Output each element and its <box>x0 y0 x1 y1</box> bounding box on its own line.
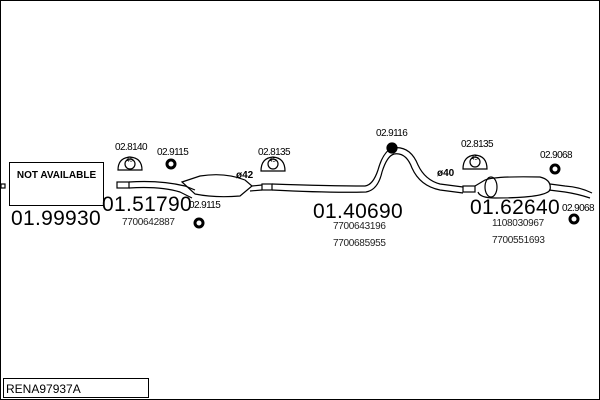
reference-label: RENA97937A <box>3 378 149 398</box>
accessory-code: 02.9068 <box>540 150 573 161</box>
clamp-size: 40 <box>126 158 133 164</box>
part-number: 01.40690 <box>313 200 403 223</box>
accessory-code: 02.8135 <box>258 147 291 158</box>
catalyst <box>180 174 273 198</box>
middle-pipe <box>271 147 476 194</box>
part-number: 01.51790 <box>102 193 192 216</box>
oem-number: 1108030967 <box>492 218 544 229</box>
oem-number: 7700685955 <box>333 238 386 249</box>
clamp-02-8140 <box>117 156 143 171</box>
rubber-ring-02-9068 <box>549 163 561 175</box>
accessory-code: 02.9068 <box>562 203 595 214</box>
rear-silencer <box>474 176 593 199</box>
clamp-size: 45 <box>471 156 478 162</box>
rubber-ring-02-9115 <box>193 217 205 229</box>
clamp-02-8135-b <box>462 154 488 170</box>
clamp-size: 45 <box>269 158 276 164</box>
accessory-code: 02.8135 <box>461 139 494 150</box>
oem-number: 7700642887 <box>122 217 175 228</box>
oem-number: 7700643196 <box>333 221 386 232</box>
rubber-ring-02-9116 <box>386 142 398 154</box>
part-number: 01.62640 <box>470 196 560 219</box>
front-pipe <box>116 180 196 199</box>
diameter-label: ø40 <box>437 168 455 179</box>
accessory-code: 02.9115 <box>189 200 221 211</box>
not-available-box: NOT AVAILABLE <box>9 162 104 206</box>
rubber-ring-02-9115 <box>165 158 177 170</box>
diameter-label: ø42 <box>236 170 254 181</box>
rubber-ring-02-9068 <box>568 213 580 225</box>
connector-mark <box>0 183 6 189</box>
accessory-code: 02.9116 <box>376 128 408 139</box>
accessory-code: 02.9115 <box>157 147 189 158</box>
accessory-code: 02.8140 <box>115 142 148 153</box>
part-number: 01.99930 <box>11 207 101 230</box>
oem-number: 7700551693 <box>492 235 545 246</box>
clamp-02-8135-a <box>260 156 286 172</box>
